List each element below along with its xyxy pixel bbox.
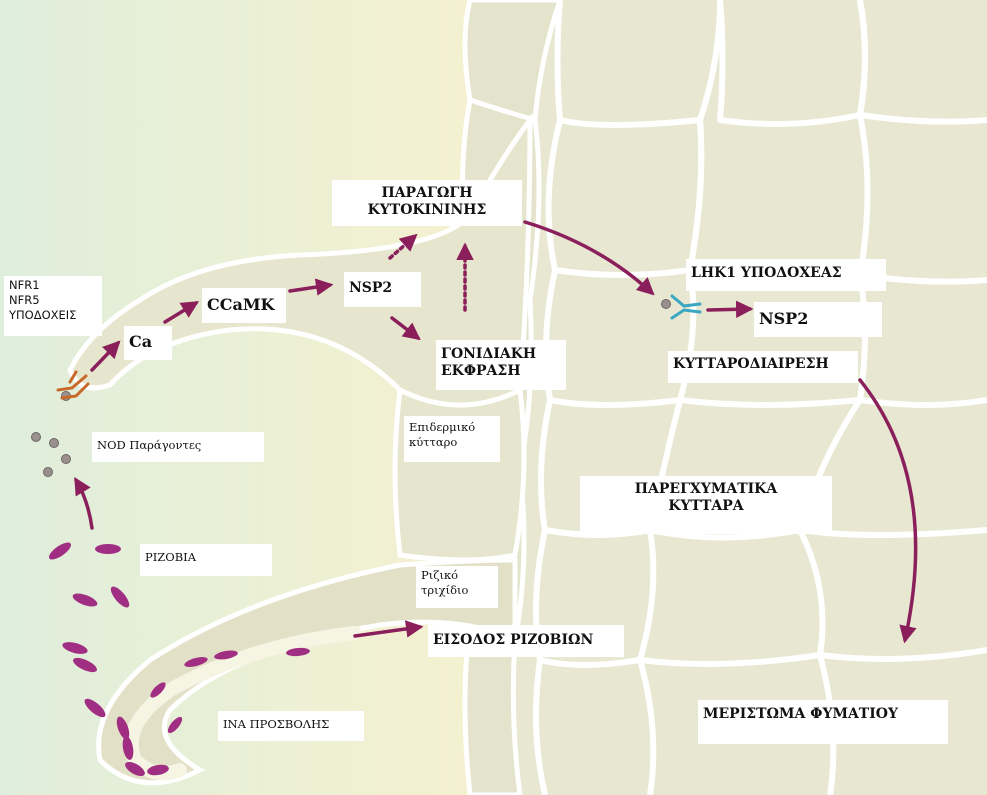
rhizobium (214, 650, 238, 660)
label-nfr-receptors: NFR1 NFR5 ΥΠΟΔΟΧΕΙΣ (4, 276, 102, 336)
parenchyma-tissue (505, 0, 987, 795)
rhizobium (122, 736, 134, 760)
label-parenchyma-cells: ΠΑΡΕΓΧΥΜΑΤΙΚΑ ΚΥΤΤΑΡΑ (580, 476, 832, 534)
arrow-thread-to-entry (353, 620, 424, 638)
nod-factor (61, 454, 71, 464)
rhizobium (150, 682, 166, 698)
rhizobium (62, 642, 88, 654)
rhizobium (84, 698, 106, 718)
rhizobium (73, 657, 97, 673)
label-nodule-meristem: ΜΕΡΙΣΤΩΜΑ ΦΥΜΑΤΙΟΥ (698, 700, 948, 744)
label-gene-expression: ΓΟΝΙΔΙΑΚΗ ΕΚΦΡΑΣΗ (436, 340, 566, 390)
label-cytokinin-production: ΠΑΡΑΓΩΓΗ ΚΥΤΟΚΙΝΙΝΗΣ (332, 180, 522, 226)
arrow-cytokinin-to-lhk1 (523, 220, 655, 296)
nod-factor (43, 467, 53, 477)
rhizobium (125, 762, 145, 776)
arrow-rhizobia-to-nod (74, 476, 94, 530)
label-root-hair: Ριζικό τριχίδιο (416, 566, 498, 608)
nfr-receptor-icon (56, 370, 90, 400)
arrow-ccamk-to-nsp2 (288, 278, 334, 296)
rhizobium (184, 657, 208, 667)
arrow-nsp2-to-cytokinin (388, 233, 418, 260)
rhizobia-cells (48, 542, 310, 776)
rhizobium (110, 586, 130, 608)
label-ccamk: CCaMK (202, 288, 286, 323)
label-nod-factors: NOD Παράγοντες (92, 432, 264, 462)
label-nsp2-right: NSP2 (754, 302, 882, 337)
arrow-division-to-meristem (858, 378, 918, 644)
rhizobium (116, 716, 130, 740)
rhizobium (48, 542, 72, 560)
signal-arrows (74, 220, 918, 644)
label-rhizobia: ΡΙΖΟΒΙΑ (140, 544, 272, 576)
arrow-nsp2-to-gene (390, 316, 421, 341)
label-lhk1-receptor: LHK1 ΥΠΟΔΟΧΕΑΣ (686, 259, 886, 291)
nod-factor (31, 432, 41, 442)
label-ca: Ca (124, 326, 172, 360)
rhizobium (167, 716, 183, 734)
nod-factor-molecules (31, 391, 71, 477)
rhizobium (147, 764, 169, 776)
arrow-lhk1-to-nsp2 (706, 300, 754, 319)
label-infection-thread: ΙΝΑ ΠΡΟΣΒΟΛΗΣ (218, 711, 364, 741)
rhizobium (72, 593, 98, 607)
rhizobium (95, 544, 121, 554)
label-rhizobia-entry: ΕΙΣΟΔΟΣ ΡΙΖΟΒΙΩΝ (428, 625, 624, 657)
nod-factor (49, 438, 59, 448)
arrow-ca-to-ccamk (163, 301, 199, 324)
rhizobium (286, 647, 310, 657)
label-epidermal-cell: Επιδερμικό κύτταρο (404, 416, 500, 462)
arrow-nfr-to-ca (90, 340, 121, 372)
label-cell-division: ΚΥΤΤΑΡΟΔΙΑΙΡΕΣΗ (668, 351, 858, 383)
label-nsp2-left: NSP2 (344, 272, 421, 307)
lhk1-receptor-icon (661, 294, 702, 320)
